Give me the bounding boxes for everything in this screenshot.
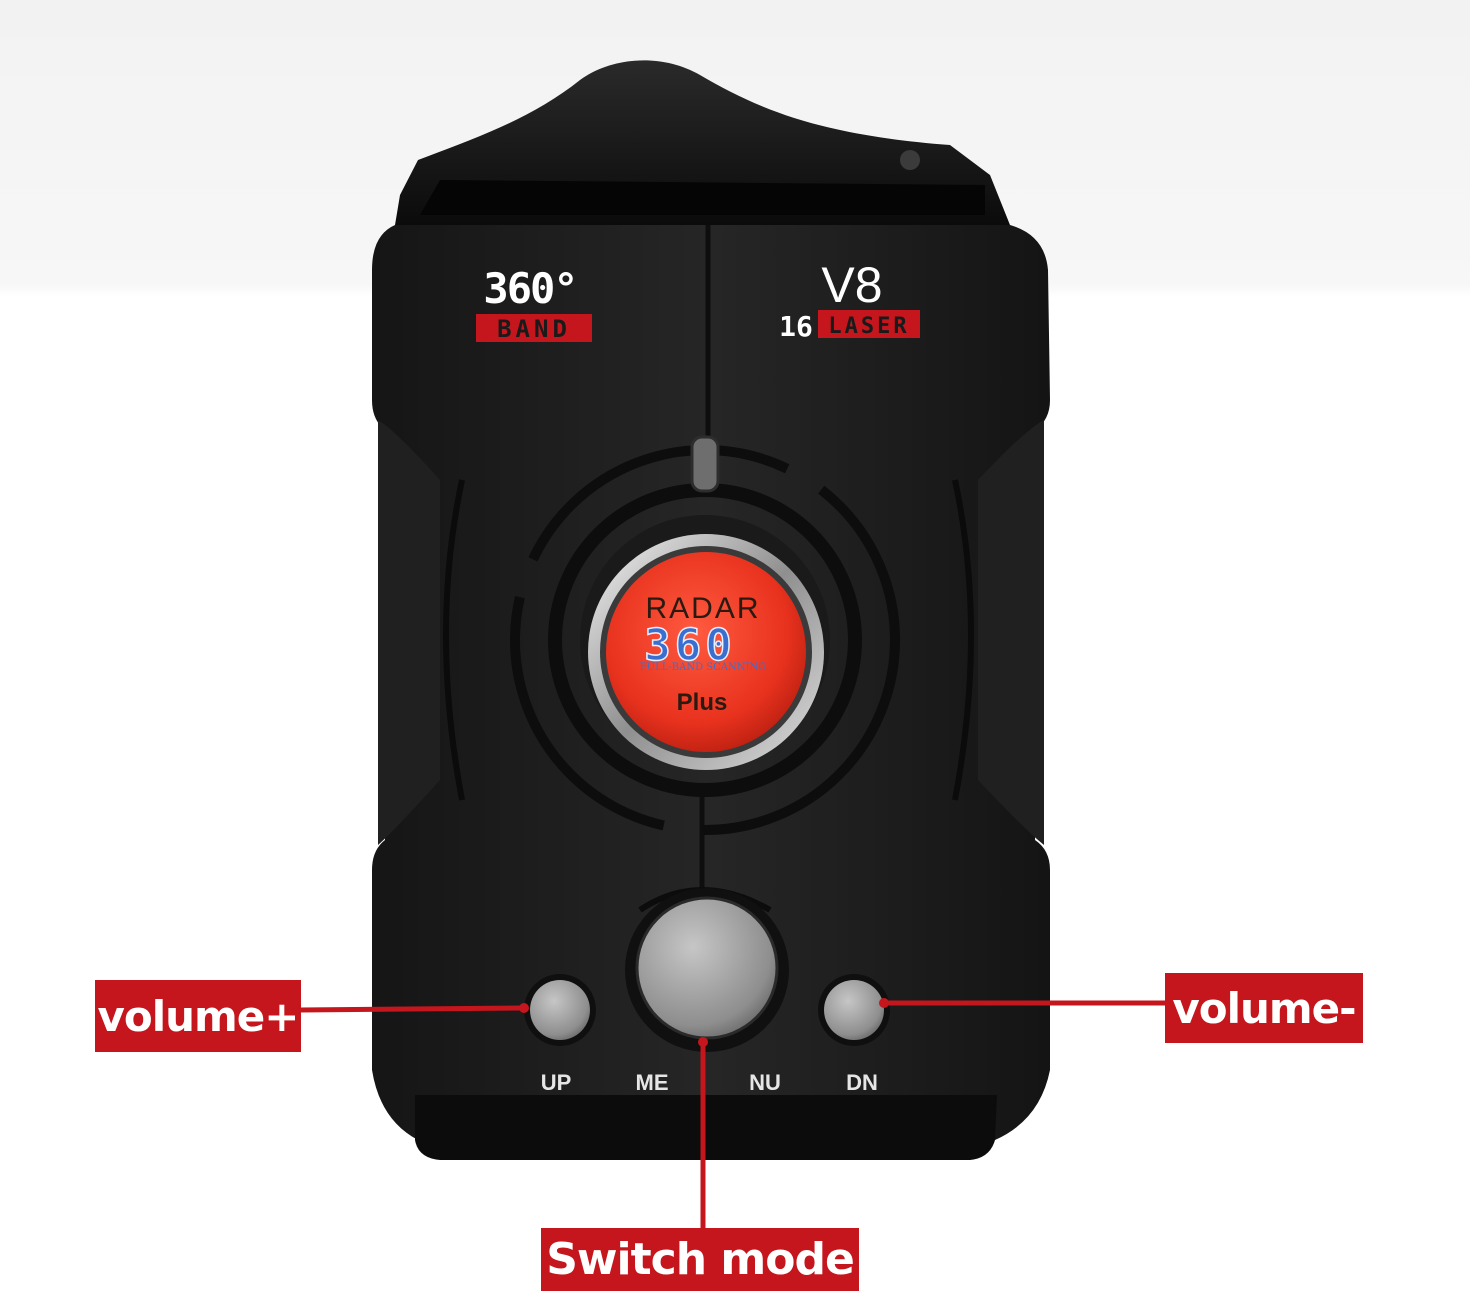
mode-button <box>635 896 779 1040</box>
logo-360: 360° <box>483 264 576 313</box>
up-button <box>530 980 590 1040</box>
button-label-dn: DN <box>846 1070 878 1095</box>
button-label-me: ME <box>635 1070 669 1095</box>
logo-laser: LASER <box>828 314 909 339</box>
status-led <box>690 435 720 493</box>
logo-band: BAND <box>497 315 571 343</box>
badge-scanning-text: FULL-BAND SCANNING <box>640 662 766 673</box>
callout-volume-down: volume- <box>1165 973 1363 1043</box>
down-button <box>824 980 884 1040</box>
logo-model: V8 <box>821 257 882 313</box>
radar-badge <box>606 552 806 752</box>
button-label-nu: NU <box>749 1070 781 1095</box>
callout-volume-up: volume+ <box>95 980 301 1052</box>
callout-switch-mode: Switch mode <box>541 1228 859 1291</box>
badge-plus-text: Plus <box>677 689 728 716</box>
badge-360-text: 360 <box>644 620 735 671</box>
badge-radar-text: RADAR <box>645 592 760 625</box>
leader-volume-up <box>299 1005 523 1013</box>
logo-number: 16 <box>779 310 813 343</box>
button-label-up: UP <box>540 1070 572 1095</box>
